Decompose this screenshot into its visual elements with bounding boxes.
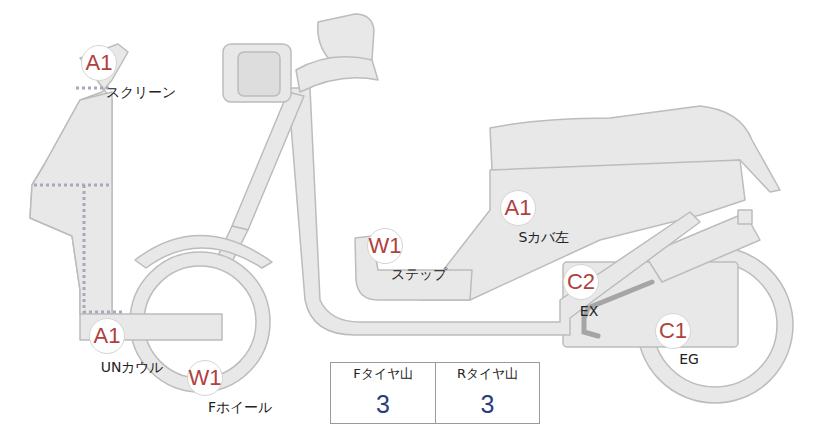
damage-code: A1	[501, 191, 535, 225]
damage-callout: W1Fホイール	[187, 360, 223, 396]
tire-tread-table: Fタイヤ山Rタイヤ山33	[330, 362, 540, 424]
table-header: Rタイヤ山	[436, 364, 539, 384]
damage-code: A1	[90, 319, 124, 353]
damage-callout: C2EX	[563, 264, 599, 300]
handle-cover	[296, 57, 378, 92]
muffler-tip	[738, 210, 752, 224]
division-line	[34, 184, 112, 187]
leg-shield	[30, 44, 222, 340]
damage-code: A1	[82, 46, 116, 80]
handlebar	[318, 14, 374, 60]
damage-callout: A1Sカバ左	[500, 190, 536, 226]
damage-callout: A1UNカウル	[89, 318, 125, 354]
tread-value: 3	[331, 385, 435, 423]
table-rule	[435, 363, 436, 423]
headlight	[223, 44, 291, 102]
front-fork	[232, 92, 304, 230]
part-name: UNカウル	[101, 359, 164, 375]
front-cowl	[30, 92, 112, 314]
headlight-lens	[238, 52, 280, 96]
part-name: Fホイール	[208, 399, 272, 415]
engine	[563, 262, 738, 347]
damage-code: C1	[656, 314, 690, 348]
part-name: EX	[580, 303, 598, 319]
part-name: EG	[679, 351, 699, 367]
damage-code: W1	[188, 361, 222, 395]
division-line	[84, 185, 124, 312]
damage-callout: A1スクリーン	[81, 45, 117, 81]
damage-code: W1	[368, 229, 402, 263]
tread-value: 3	[436, 385, 539, 423]
part-name: スクリーン	[106, 84, 176, 100]
part-name: Sカバ左	[519, 229, 570, 245]
frame	[288, 88, 700, 335]
damage-code: C2	[564, 265, 598, 299]
table-header: Fタイヤ山	[331, 364, 435, 384]
front-fender	[135, 235, 272, 268]
part-name: ステップ	[391, 266, 447, 282]
damage-callout: W1ステップ	[367, 228, 403, 264]
damage-callout: C1EG	[655, 313, 691, 349]
